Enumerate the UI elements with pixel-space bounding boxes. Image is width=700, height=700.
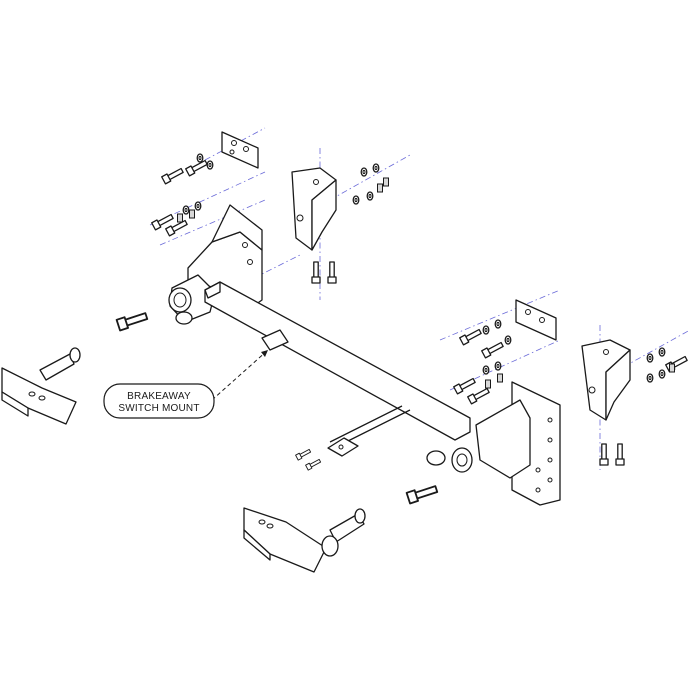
callout-label-line1: BRAKEAWAY [127,391,191,402]
right-pin-bolt [405,482,439,505]
safety-pin-set [295,405,411,471]
left-receiver [168,274,216,325]
brakeaway-switch-mount-callout: BRAKEAWAY SWITCH MOUNT [103,383,215,419]
right-adapter-plate [515,299,557,341]
bottom-tow-tab [243,507,366,573]
right-side-bracket [581,339,631,421]
upper-left-adapter-plate [221,131,259,169]
left-pin-bolt [115,309,149,332]
upper-center-bracket [291,167,337,251]
left-mounting-bracket [187,204,263,311]
callout-label-line2: SWITCH MOUNT [118,403,199,414]
main-crossbar [204,281,471,441]
upper-left-bolt-set [151,153,214,237]
callout-arrowhead [261,350,268,357]
callout-leader-line [211,349,269,401]
left-tow-tab [1,347,81,425]
right-receiver [426,399,531,479]
right-bolt-set [453,319,512,405]
